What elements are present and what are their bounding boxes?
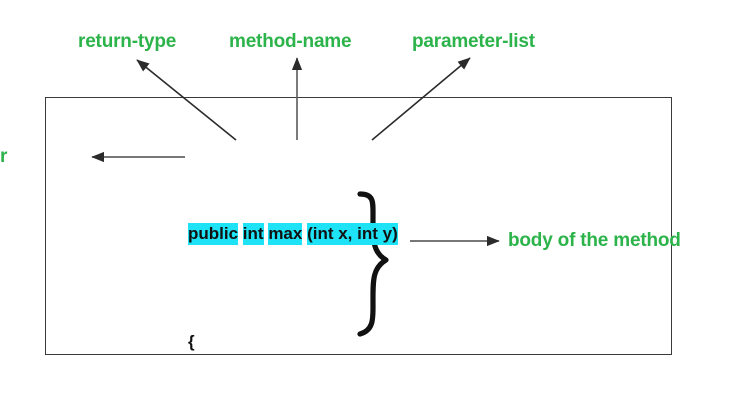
method-code: public int max (int x, int y) { if (x > … [188, 139, 398, 415]
code-line-open-brace: { [188, 332, 195, 351]
label-access-modifier: difier [0, 146, 8, 167]
label-parameter-list: parameter-list [412, 31, 535, 52]
token-method-name: max [268, 223, 303, 245]
code-line-signature: public int max (int x, int y) [188, 220, 398, 247]
label-method-name: method-name [229, 31, 352, 52]
token-parameter-list: (int x, int y) [307, 223, 398, 245]
label-body-of-the-method: body of the method [508, 230, 681, 251]
body-curly-brace [357, 191, 389, 337]
method-enclosing-box [45, 97, 672, 355]
token-return-type: int [242, 223, 264, 245]
label-return-type: return-type [78, 31, 177, 52]
token-access-modifier: public [188, 223, 239, 245]
